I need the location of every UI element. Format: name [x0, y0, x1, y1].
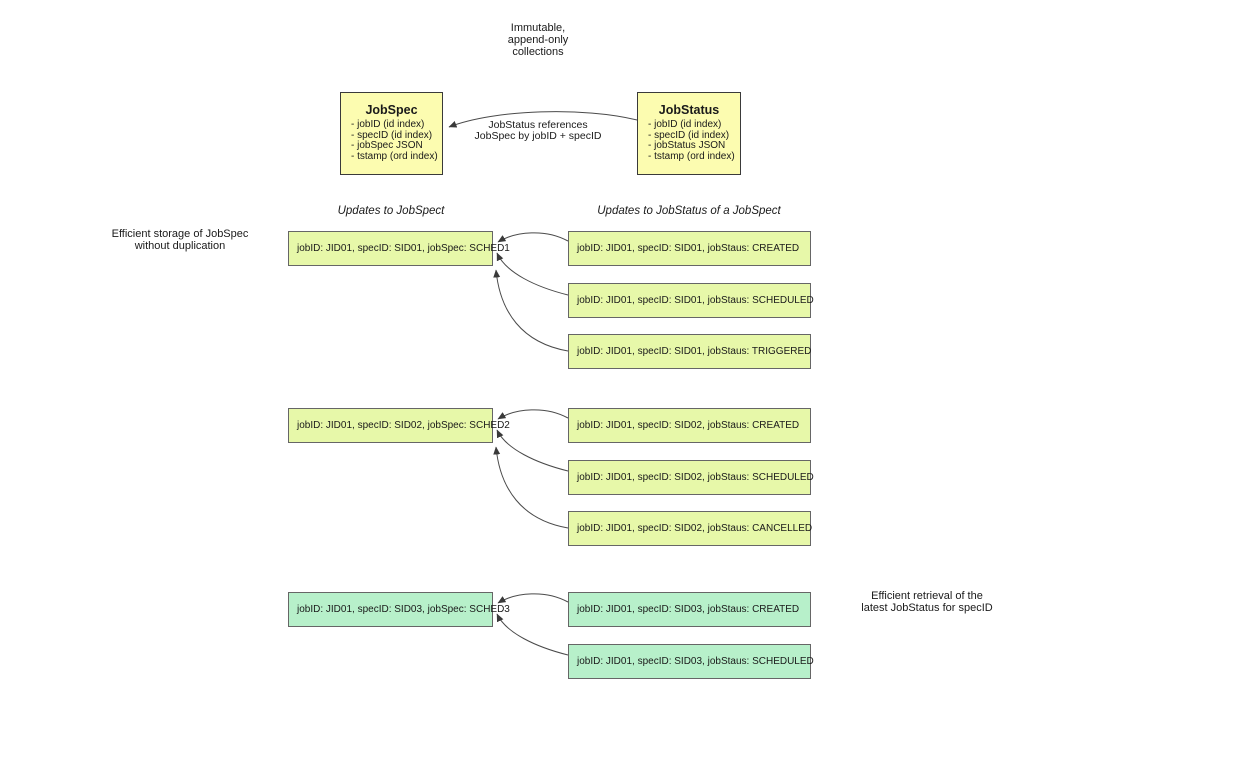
- status-box-sid03-scheduled: jobID: JID01, specID: SID03, jobStaus: S…: [568, 644, 814, 679]
- header-updates-jobspec: Updates to JobSpect: [337, 205, 445, 217]
- arrow-g1-created: [497, 232, 569, 243]
- status-box-sid02-created: jobID: JID01, specID: SID02, jobStaus: C…: [568, 408, 811, 443]
- jobstatus-field: - specID (id index): [648, 129, 730, 141]
- status-box-sid01-created: jobID: JID01, specID: SID01, jobStaus: C…: [568, 231, 811, 266]
- entity-jobspec: JobSpec - jobID (id index) - specID (id …: [340, 92, 443, 175]
- entity-jobstatus: JobStatus - jobID (id index) - specID (i…: [637, 92, 741, 175]
- status-box-sid01-triggered: jobID: JID01, specID: SID01, jobStaus: T…: [568, 334, 811, 369]
- jobstatus-field: - jobID (id index): [648, 119, 722, 130]
- arrow-g2-created: [497, 409, 569, 420]
- jobspec-field: - jobSpec JSON: [351, 140, 423, 151]
- arrow-g2-scheduled: [496, 429, 569, 472]
- note-efficient-retrieval: Efficient retrieval of the latest JobSta…: [861, 590, 993, 614]
- note-immutable-collections: Immutable, append-only collections: [507, 22, 569, 58]
- entity-jobspec-fields: - jobID (id index) - specID (id index) -…: [341, 119, 442, 162]
- jobspec-field: - jobID (id index): [351, 119, 425, 130]
- entity-jobstatus-title: JobStatus: [658, 103, 720, 117]
- spec-box-sid03: jobID: JID01, specID: SID03, jobSpec: SC…: [288, 592, 510, 627]
- entity-jobstatus-fields: - jobID (id index) - specID (id index) -…: [638, 119, 740, 162]
- status-box-sid02-cancelled: jobID: JID01, specID: SID02, jobStaus: C…: [568, 511, 812, 546]
- status-box-sid02-scheduled: jobID: JID01, specID: SID02, jobStaus: S…: [568, 460, 814, 495]
- jobspec-field: - specID (id index): [351, 129, 433, 141]
- spec-box-sid02: jobID: JID01, specID: SID02, jobSpec: SC…: [288, 408, 510, 443]
- arrow-g1-triggered: [493, 269, 569, 352]
- note-efficient-storage: Efficient storage of JobSpec without dup…: [111, 228, 249, 252]
- arrow-g3-scheduled: [496, 613, 569, 656]
- status-box-sid03-created: jobID: JID01, specID: SID03, jobStaus: C…: [568, 592, 811, 627]
- jobstatus-field: - jobStatus JSON: [648, 140, 726, 151]
- arrow-g2-cancelled: [493, 446, 569, 529]
- jobspec-field: - tstamp (ord index): [351, 150, 438, 162]
- spec-box-sid01: jobID: JID01, specID: SID01, jobSpec: SC…: [288, 231, 510, 266]
- reference-arrow-label: JobStatus references JobSpec by jobID + …: [474, 119, 602, 142]
- entity-jobspec-title: JobSpec: [365, 103, 418, 117]
- jobstatus-field: - tstamp (ord index): [648, 150, 735, 162]
- status-box-sid01-scheduled: jobID: JID01, specID: SID01, jobStaus: S…: [568, 283, 814, 318]
- header-updates-jobstatus: Updates to JobStatus of a JobSpect: [597, 205, 781, 217]
- arrow-g3-created: [497, 593, 569, 604]
- arrow-g1-scheduled: [496, 252, 569, 296]
